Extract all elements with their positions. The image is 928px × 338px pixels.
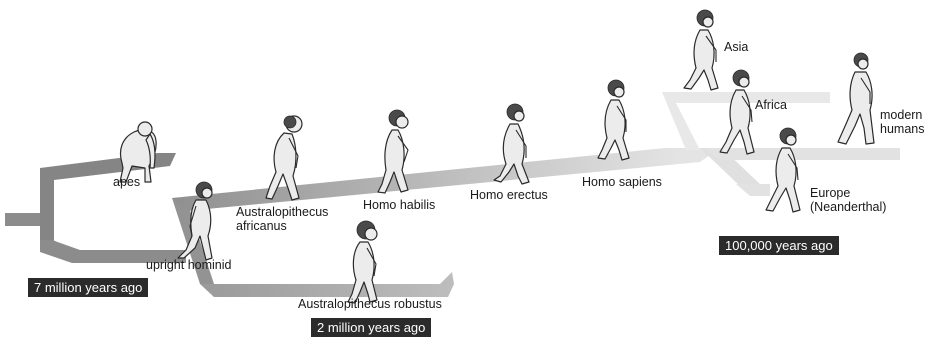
marker-2-million-years: 2 million years ago: [311, 318, 431, 337]
label-australopithecus-africanus: Australopithecus africanus: [236, 205, 328, 233]
label-homo-sapiens: Homo sapiens: [582, 175, 662, 189]
asia-figure: [684, 10, 718, 90]
label-africa: Africa: [755, 98, 787, 112]
label-modern-humans: modern humans: [880, 108, 924, 136]
neanderthal-figure: [766, 128, 800, 212]
modern-human-figure: [838, 53, 874, 144]
marker-100000-years: 100,000 years ago: [719, 236, 839, 255]
label-apes: apes: [113, 175, 140, 189]
ape-figure: [120, 122, 156, 182]
africa-branch: [705, 148, 900, 160]
homo-sapiens-figure: [598, 80, 629, 160]
label-homo-habilis: Homo habilis: [363, 198, 435, 212]
ape-branch: [40, 153, 176, 245]
label-upright-hominid: upright hominid: [146, 258, 231, 272]
branch-paths: [5, 92, 900, 297]
root-stem: [5, 213, 45, 226]
europe-branch: [736, 184, 770, 196]
label-homo-erectus: Homo erectus: [470, 188, 548, 202]
africa-figure: [720, 70, 754, 154]
label-europe-neanderthal: Europe (Neanderthal): [810, 186, 886, 214]
marker-7-million-years: 7 million years ago: [28, 278, 148, 297]
label-asia: Asia: [724, 40, 748, 54]
robustus-branch: [200, 272, 454, 297]
label-australopithecus-robustus: Australopithecus robustus: [298, 297, 442, 311]
